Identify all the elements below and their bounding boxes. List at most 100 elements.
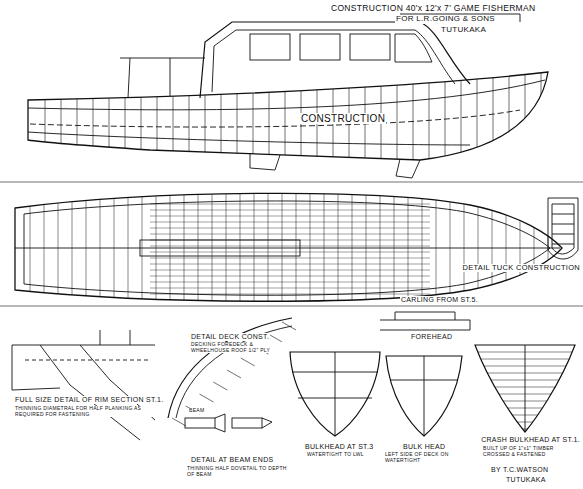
frame-stroke xyxy=(150,222,430,223)
frame-stroke xyxy=(429,60,430,180)
beam-end-detail xyxy=(185,414,272,432)
label-text: FOREHEAD xyxy=(410,333,453,341)
frame-stroke xyxy=(114,185,115,305)
crash-bulkhead xyxy=(470,345,580,432)
frame-stroke xyxy=(450,185,451,305)
frame-stroke xyxy=(150,246,430,247)
carling-detail xyxy=(380,312,470,330)
frame-stroke xyxy=(408,185,409,305)
note-text: WATERTIGHT TO LWL xyxy=(306,452,378,458)
frame-stroke xyxy=(520,185,521,305)
label-text: CARLING FROM ST.5. xyxy=(400,296,479,304)
frame-stroke xyxy=(285,60,286,180)
frame-stroke xyxy=(352,185,353,305)
drawing-title: CONSTRUCTION 40'x 12'x 7' GAME FISHERMAN xyxy=(330,4,536,13)
frame-stroke xyxy=(534,185,535,305)
frame-stroke xyxy=(509,60,510,180)
frame-stroke xyxy=(296,185,297,305)
frame-stroke xyxy=(150,228,430,229)
deck-detail xyxy=(168,318,296,426)
frame-stroke xyxy=(253,60,254,180)
note-text: DECKING FOREDECK & WHEELHOUSE ROOF 1/2" … xyxy=(190,342,287,353)
frame-stroke xyxy=(525,60,526,180)
frame-stroke xyxy=(125,60,126,180)
label-text: FULL SIZE DETAIL OF RIM SECTION ST.1. xyxy=(14,396,165,404)
frame-stroke xyxy=(310,185,311,305)
frame-stroke xyxy=(150,270,430,271)
frame-stroke xyxy=(422,185,423,305)
frame-stroke xyxy=(156,185,157,305)
label-text: CRASH BULKHEAD AT ST.1. xyxy=(480,436,581,444)
frame-stroke xyxy=(541,60,542,180)
frame-stroke xyxy=(44,185,45,305)
frame-stroke xyxy=(77,60,78,180)
frame-stroke xyxy=(282,322,296,330)
bulk-head xyxy=(386,356,462,436)
label-text: DETAIL DECK CONST. xyxy=(190,333,270,341)
frame-stroke xyxy=(205,60,206,180)
frame-stroke xyxy=(254,185,255,305)
frame-stroke xyxy=(492,185,493,305)
frame-stroke xyxy=(173,60,174,180)
frame-stroke xyxy=(445,60,446,180)
frame-stroke xyxy=(200,394,214,402)
frame-stroke xyxy=(189,60,190,180)
profile-view xyxy=(28,14,548,180)
label-text: BY T.C.WATSON xyxy=(490,466,549,474)
label-text: BULK HEAD xyxy=(402,443,446,451)
frame-stroke xyxy=(172,418,186,426)
frame-stroke xyxy=(93,60,94,180)
frame-stroke xyxy=(413,60,414,180)
label-text: CONSTRUCTION xyxy=(300,113,386,124)
label-text: FOR L.R.GOING & SONS xyxy=(395,15,496,24)
frame-stroke xyxy=(72,185,73,305)
frame-stroke xyxy=(240,185,241,305)
tuck-detail xyxy=(548,198,578,259)
frame-stroke xyxy=(478,185,479,305)
frame-stroke xyxy=(61,60,62,180)
frame-stroke xyxy=(212,185,213,305)
frame-stroke xyxy=(269,60,270,180)
frame-stroke xyxy=(461,60,462,180)
frame-stroke xyxy=(394,185,395,305)
note-text: THINNING DIAMETRAL FOR HALF PLANKING AS … xyxy=(14,406,156,417)
frame-stroke xyxy=(45,60,46,180)
frame-stroke xyxy=(324,185,325,305)
frame-stroke xyxy=(268,334,282,342)
frame-stroke xyxy=(464,185,465,305)
frame-stroke xyxy=(150,240,430,241)
bulkhead-st3 xyxy=(290,352,380,436)
frame-stroke xyxy=(157,60,158,180)
frame-stroke xyxy=(150,216,430,217)
frame-stroke xyxy=(213,382,227,390)
frame-stroke xyxy=(226,185,227,305)
frame-stroke xyxy=(150,288,430,289)
frame-stroke xyxy=(150,276,430,277)
frame-stroke xyxy=(150,264,430,265)
frame-stroke xyxy=(241,358,255,366)
label-text: DETAIL TUCK CONSTRUCTION xyxy=(462,264,581,272)
label-text: TUTUKAKA xyxy=(440,26,487,35)
label-text: DETAIL AT BEAM ENDS xyxy=(190,456,274,464)
note-text: BUILT UP OF 1"x1" TIMBER CROSSED & FASTE… xyxy=(482,446,580,457)
frame-stroke xyxy=(150,258,430,259)
frame-stroke xyxy=(150,294,430,295)
note-text: LEFT SIDE OF DECK ON WATERTIGHT xyxy=(384,452,476,463)
frame-stroke xyxy=(436,185,437,305)
rim-section-detail xyxy=(12,330,155,440)
frame-stroke xyxy=(58,185,59,305)
frame-stroke xyxy=(380,185,381,305)
frame-stroke xyxy=(109,60,110,180)
frame-stroke xyxy=(150,252,430,253)
frame-stroke xyxy=(268,185,269,305)
frame-stroke xyxy=(170,185,171,305)
frame-stroke xyxy=(30,185,31,305)
frame-stroke xyxy=(221,60,222,180)
frame-stroke xyxy=(86,185,87,305)
frame-stroke xyxy=(128,185,129,305)
label-text: BULKHEAD AT ST.3 xyxy=(304,443,374,451)
frame-stroke xyxy=(506,185,507,305)
note-text: THINNING HALF DOVETAIL TO DEPTH OF BEAM xyxy=(186,466,288,477)
frame-stroke xyxy=(282,185,283,305)
frame-stroke xyxy=(150,234,430,235)
